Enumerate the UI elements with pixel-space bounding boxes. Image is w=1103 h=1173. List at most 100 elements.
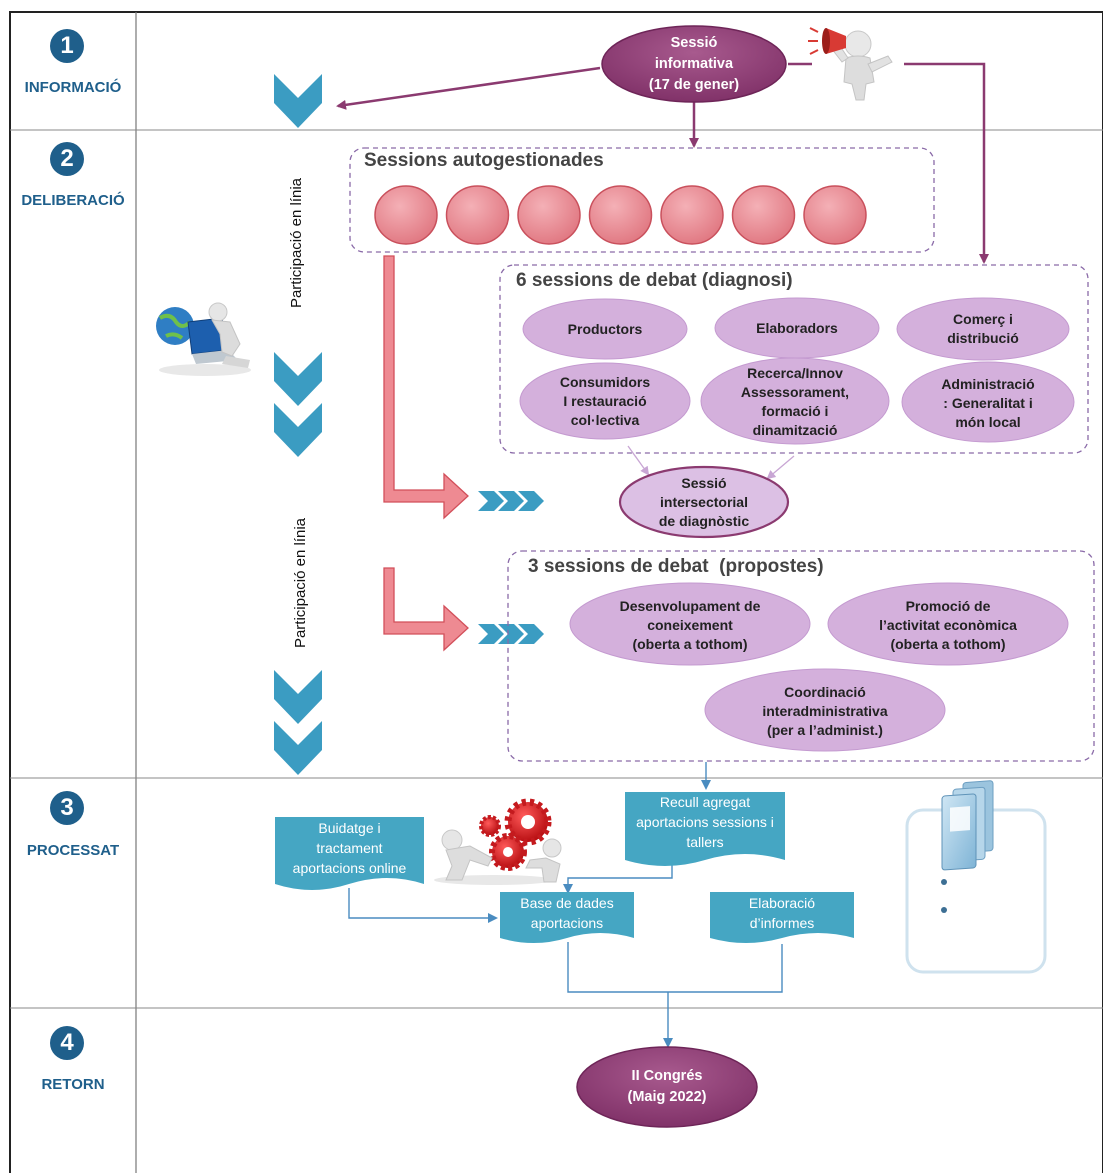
intersectoral-line: Sessió	[681, 474, 727, 491]
info-session-line: informativa	[654, 55, 734, 72]
diagnosis-session-label: Comerç i distribució	[905, 304, 1061, 354]
diagnosis-session-line: : Generalitat i	[943, 394, 1033, 411]
chevron-right-icon	[478, 624, 544, 644]
globe-laptop-person-icon	[156, 302, 251, 376]
processing-connectors	[348, 762, 783, 1048]
proposal-session-line: (per a l’administ.)	[767, 721, 883, 738]
online-participation-label: Participació en línia	[288, 177, 305, 309]
diagnosis-session-label: Productors	[530, 304, 680, 354]
reports-doc	[710, 892, 854, 943]
self-managed-session-circle	[660, 185, 724, 245]
doc-line: Base de dades	[520, 895, 614, 911]
chevron-group	[274, 74, 544, 775]
aggregate-contributions-label: Recull agregat aportacions sessions i ta…	[622, 792, 788, 852]
intersectoral-connectors	[627, 445, 795, 480]
congress-line: (Maig 2022)	[627, 1089, 707, 1105]
self-managed-box	[349, 147, 935, 253]
self-managed-session-circle	[588, 185, 653, 245]
layout-grid	[9, 11, 1103, 1173]
processing-docs	[275, 792, 854, 943]
proposal-session-label: Promoció de l’activitat econòmica (obert…	[848, 594, 1048, 656]
diagnosis-session-label: Elaboradors	[722, 303, 872, 353]
doc-line: Recull agregat	[659, 794, 751, 810]
diagnosis-session-line: Administració	[941, 375, 1035, 392]
doc-line: tallers	[686, 834, 724, 850]
phase-number: 4	[60, 1029, 74, 1056]
diagnosis-session-node	[700, 357, 890, 445]
diagnosis-session-line: I restauració	[563, 392, 647, 409]
info-session-line: Sessió	[670, 34, 718, 51]
diagnosis-session-line: distribució	[947, 330, 1019, 346]
info-session-label: Sessió informativa (17 de gener)	[610, 30, 778, 98]
proposal-session-line: coneixement	[647, 616, 733, 633]
phase-label-information: INFORMACIÓ	[24, 78, 122, 96]
diagnosis-session-label: Administració : Generalitat i món local	[908, 368, 1068, 438]
binders-icon	[905, 780, 1047, 974]
self-managed-session-circle	[374, 185, 438, 245]
doc-line: tractament	[316, 840, 383, 856]
phase-number-circles	[50, 29, 84, 1060]
megaphone-person-icon	[808, 27, 893, 101]
intersectoral-line: intersectorial	[660, 493, 748, 510]
self-managed-circles	[374, 185, 867, 245]
phase-label-deliberation: DELIBERACIÓ	[21, 191, 125, 209]
proposals-box	[507, 550, 1095, 762]
chevron-down-icon	[274, 670, 322, 724]
phase-number-circle	[50, 29, 84, 63]
phase-label-processing: PROCESSAT	[26, 841, 120, 859]
self-managed-session-circle	[731, 185, 796, 245]
proposal-session-line: Coordinació	[784, 683, 866, 700]
phase-number-circle	[50, 1026, 84, 1060]
diagnosis-session-line: Assessorament,	[740, 384, 850, 400]
doc-line: Buidatge i	[318, 820, 381, 836]
phase-number: 2	[60, 145, 74, 172]
doc-line: aportacions	[530, 915, 604, 931]
self-managed-session-circle	[517, 185, 581, 245]
doc-line: aportacions sessions i	[636, 814, 774, 830]
chevron-down-icon	[274, 74, 322, 128]
red-flow-arrows	[383, 255, 469, 652]
proposal-session-node	[569, 582, 811, 666]
proposals-title: 3 sessions de debat (propostes)	[528, 556, 824, 577]
proposal-session-line: (oberta a tothom)	[890, 635, 1006, 652]
phase-label-feedback: RETORN	[41, 1075, 105, 1093]
intersectoral-session-node	[618, 465, 790, 539]
doc-line: d’informes	[749, 915, 815, 931]
self-managed-title: Sessions autogestionades	[364, 150, 604, 171]
diagnosis-session-line: Elaboradors	[756, 319, 838, 336]
diagnosis-session-node	[519, 362, 691, 440]
intersectoral-session-label: Sessió intersectorial de diagnòstic	[630, 470, 778, 534]
diagnosis-session-line: Consumidors	[559, 373, 651, 390]
chevron-down-icon	[274, 721, 322, 775]
proposal-session-line: Desenvolupament de	[619, 597, 761, 614]
diagnosis-session-line: món local	[955, 413, 1021, 430]
diagnosis-session-line: dinamització	[752, 422, 838, 438]
online-contributions-label: Buidatge i tractament aportacions online	[275, 818, 424, 878]
red-arrow	[383, 567, 469, 652]
chevron-down-icon	[274, 352, 322, 406]
diagnosis-session-line: Comerç i	[953, 311, 1013, 327]
phase-number-circle	[50, 142, 84, 176]
red-arrow	[383, 255, 469, 520]
proposal-session-line: (oberta a tothom)	[632, 635, 748, 652]
database-doc	[500, 892, 634, 943]
reports-label: Elaboració d’informes	[710, 892, 854, 934]
self-managed-session-circle	[803, 185, 867, 245]
database-label: Base de dades aportacions	[500, 892, 634, 934]
chevron-right-icon	[478, 491, 544, 511]
diagnosis-box	[499, 264, 1089, 454]
doc-line: aportacions online	[292, 860, 407, 876]
self-managed-session-circle	[445, 185, 510, 245]
diagnosis-session-line: col·lectiva	[570, 411, 640, 428]
diagnosis-session-label: Consumidors I restauració col·lectiva	[526, 366, 684, 436]
congress-node	[576, 1046, 758, 1128]
proposal-session-node	[704, 668, 946, 752]
online-contributions-doc	[275, 817, 424, 890]
aggregate-contributions-doc	[625, 792, 785, 866]
proposal-ellipses	[569, 582, 1069, 752]
online-participation-label: Participació en línia	[292, 517, 309, 649]
diagnosis-ellipses	[519, 297, 1075, 445]
congress-label: II Congrés (Maig 2022)	[590, 1064, 744, 1110]
doc-line: Elaboració	[748, 895, 816, 911]
phase-number: 3	[60, 794, 74, 821]
